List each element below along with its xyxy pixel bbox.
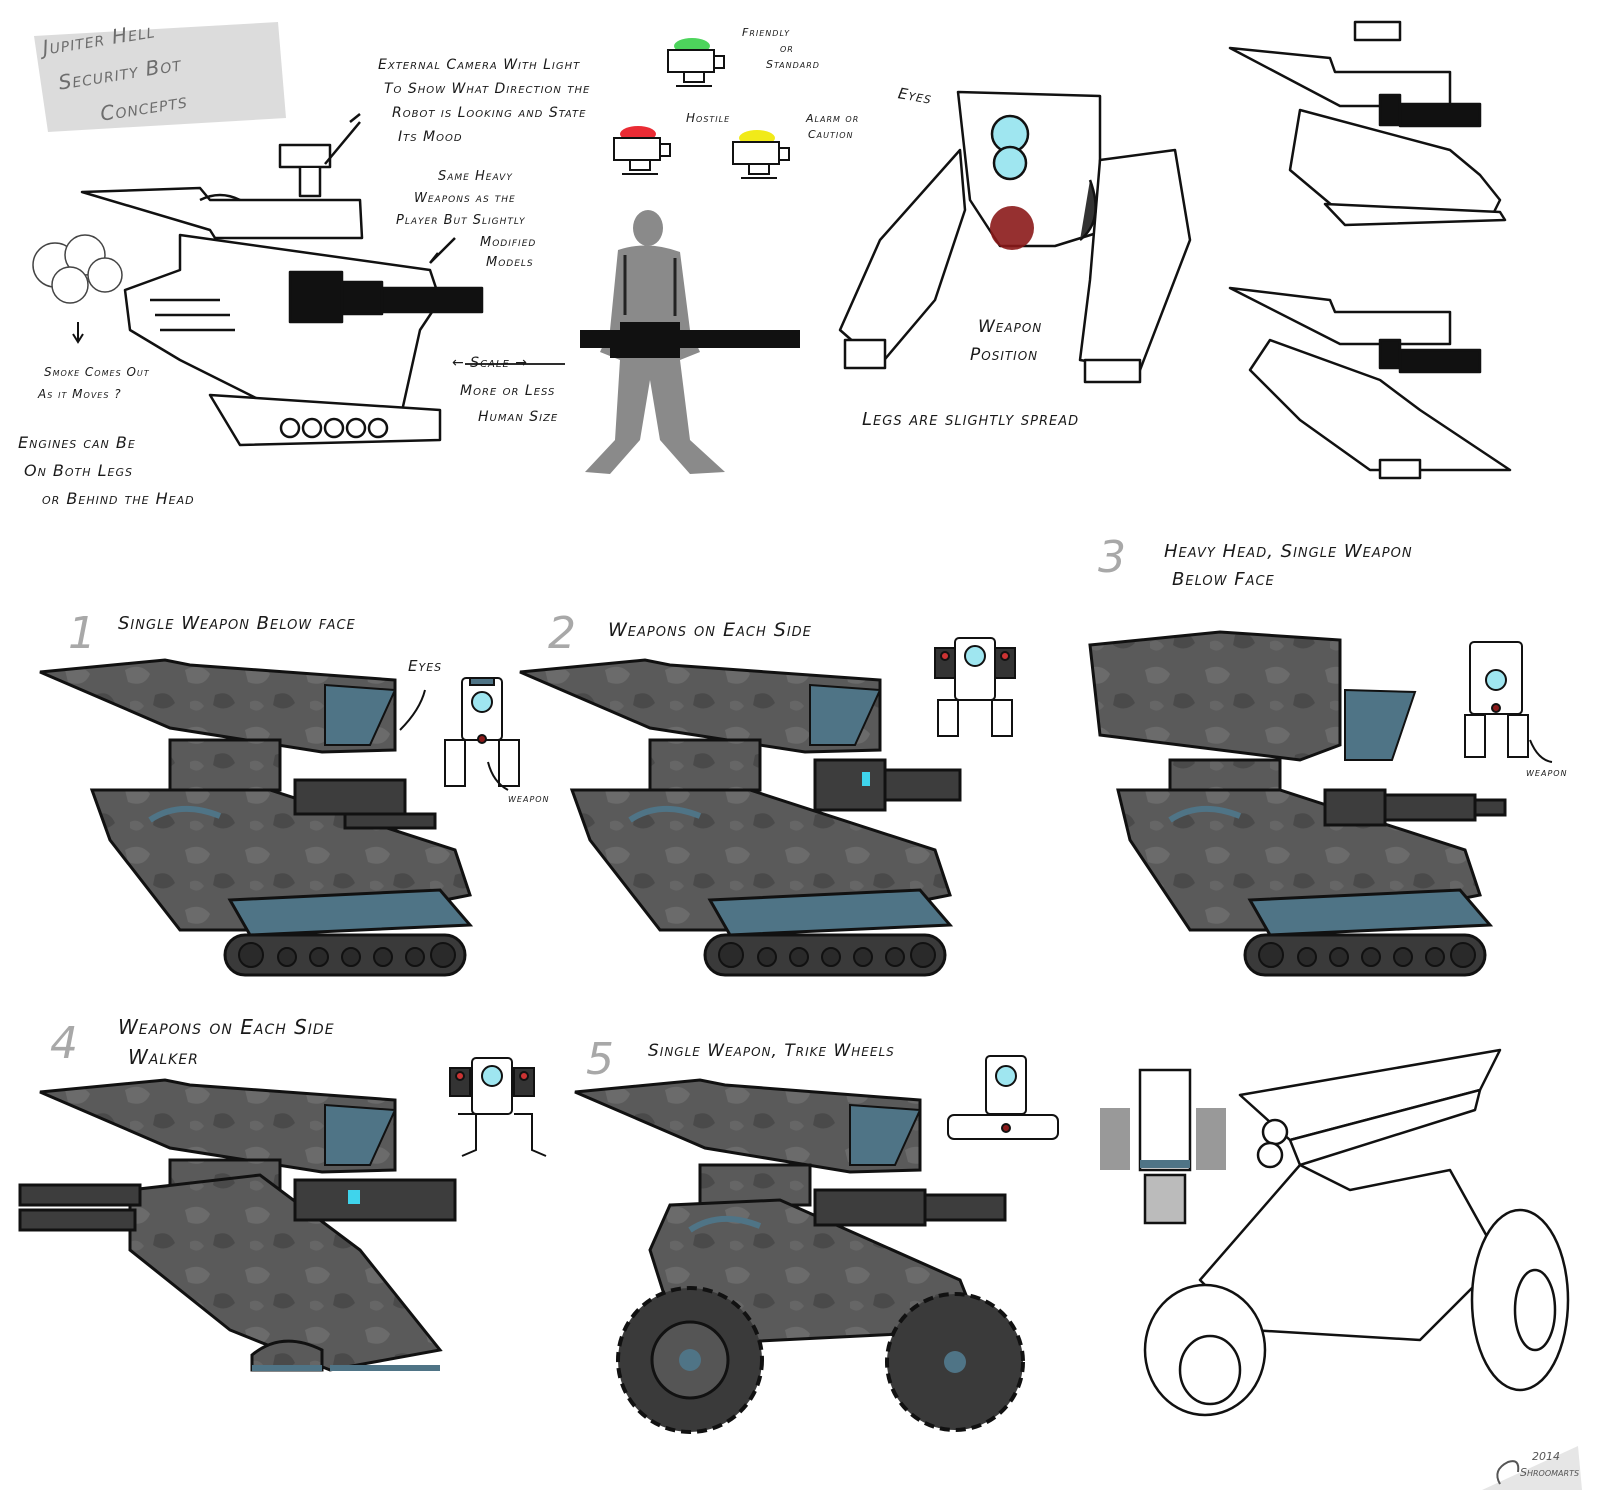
variant-3-label-1: Heavy Head, Single Weapon xyxy=(1164,541,1413,562)
light-hostile-indicator xyxy=(613,126,671,175)
variant-1-label: Single Weapon Below face xyxy=(118,613,356,634)
variant-5-bot xyxy=(574,1078,1025,1434)
trike-front-sketch xyxy=(1100,1068,1226,1225)
light-friendly-label-3: Standard xyxy=(766,58,820,71)
signature-year: 2014 xyxy=(1532,1450,1560,1463)
variant-3-label-2: Below Face xyxy=(1172,569,1275,590)
light-friendly-label-1: Friendly xyxy=(742,26,791,39)
scale-note-2: More or Less xyxy=(460,383,556,399)
light-friendly-indicator xyxy=(667,38,725,87)
sketch-front-view-bot xyxy=(838,90,1192,384)
variant-1-front-thumbnail xyxy=(444,677,520,787)
smoke-note-1: Smoke Comes Out xyxy=(44,365,150,379)
variant-3-weapon-note: weapon xyxy=(1526,766,1568,779)
sketch-variant-top-right xyxy=(1228,20,1507,227)
weapons-note-5: Models xyxy=(486,255,534,270)
variant-5-front-thumbnail xyxy=(947,1055,1059,1140)
smoke-cloud xyxy=(32,234,123,304)
light-friendly-label-2: or xyxy=(780,42,794,55)
human-scale-silhouette xyxy=(580,210,800,474)
variant-4-front-thumbnail xyxy=(449,1057,547,1157)
variant-1-bot xyxy=(39,658,474,977)
variant-2-number: 2 xyxy=(548,608,576,659)
camera-note-1: External Camera With Light xyxy=(378,57,581,73)
signature-logo xyxy=(1482,1446,1582,1490)
sketch-side-view-bot xyxy=(80,113,484,447)
light-alarm-label-1: Alarm or xyxy=(806,112,860,125)
variant-5-number: 5 xyxy=(586,1034,614,1085)
camera-note-3: Robot is Looking and State xyxy=(392,105,587,121)
weapons-note-3: Player But Slightly xyxy=(396,213,526,228)
variant-4-number: 4 xyxy=(50,1018,78,1069)
scale-note-3: Human Size xyxy=(478,409,559,425)
engines-note-3: or Behind the Head xyxy=(42,489,195,508)
smoke-note-2: As it Moves ? xyxy=(38,387,122,401)
variant-3-number: 3 xyxy=(1098,532,1126,583)
weapons-note-1: Same Heavy xyxy=(438,169,513,184)
variant-4-label-1: Weapons on Each Side xyxy=(118,1015,335,1039)
variant-4-label-2: Walker xyxy=(128,1045,199,1069)
variant-3-front-thumbnail xyxy=(1464,641,1529,758)
title-badge-background xyxy=(34,22,286,132)
camera-note-4: Its Mood xyxy=(398,129,463,145)
weapons-note-4: Modified xyxy=(480,235,537,250)
weapon-position-note-1: Weapon xyxy=(978,317,1043,337)
light-hostile-label: Hostile xyxy=(686,111,731,125)
camera-note-2: To Show What Direction the xyxy=(384,81,591,97)
light-alarm-label-2: Caution xyxy=(808,128,854,141)
engines-note-2: On Both Legs xyxy=(24,461,133,480)
variant-1-eyes-note: Eyes xyxy=(408,657,443,675)
variant-2-bot xyxy=(519,658,962,977)
signature-name: Shroomarts xyxy=(1520,1466,1580,1479)
legs-spread-note: Legs are slightly spread xyxy=(862,409,1080,430)
engines-note-1: Engines can Be xyxy=(18,433,136,452)
variant-1-number: 1 xyxy=(68,608,96,659)
variant-3-bot xyxy=(1088,630,1507,977)
variant-1-weapon-note: weapon xyxy=(508,792,550,805)
weapon-position-note-2: Position xyxy=(970,345,1039,365)
trike-perspective-sketch xyxy=(1143,1048,1570,1417)
sketch-variant-middle-right xyxy=(1228,286,1512,480)
weapons-note-2: Weapons as the xyxy=(414,191,516,206)
variant-2-front-thumbnail xyxy=(934,637,1016,737)
variant-2-label: Weapons on Each Side xyxy=(608,619,812,641)
light-alarm-indicator xyxy=(732,130,790,179)
scale-note-1: ← Scale → xyxy=(452,355,528,371)
variant-5-label: Single Weapon, Trike Wheels xyxy=(648,1041,895,1061)
title-badge: Jupiter Hell Security Bot Concepts xyxy=(28,18,290,136)
variant-4-bot xyxy=(18,1078,457,1372)
